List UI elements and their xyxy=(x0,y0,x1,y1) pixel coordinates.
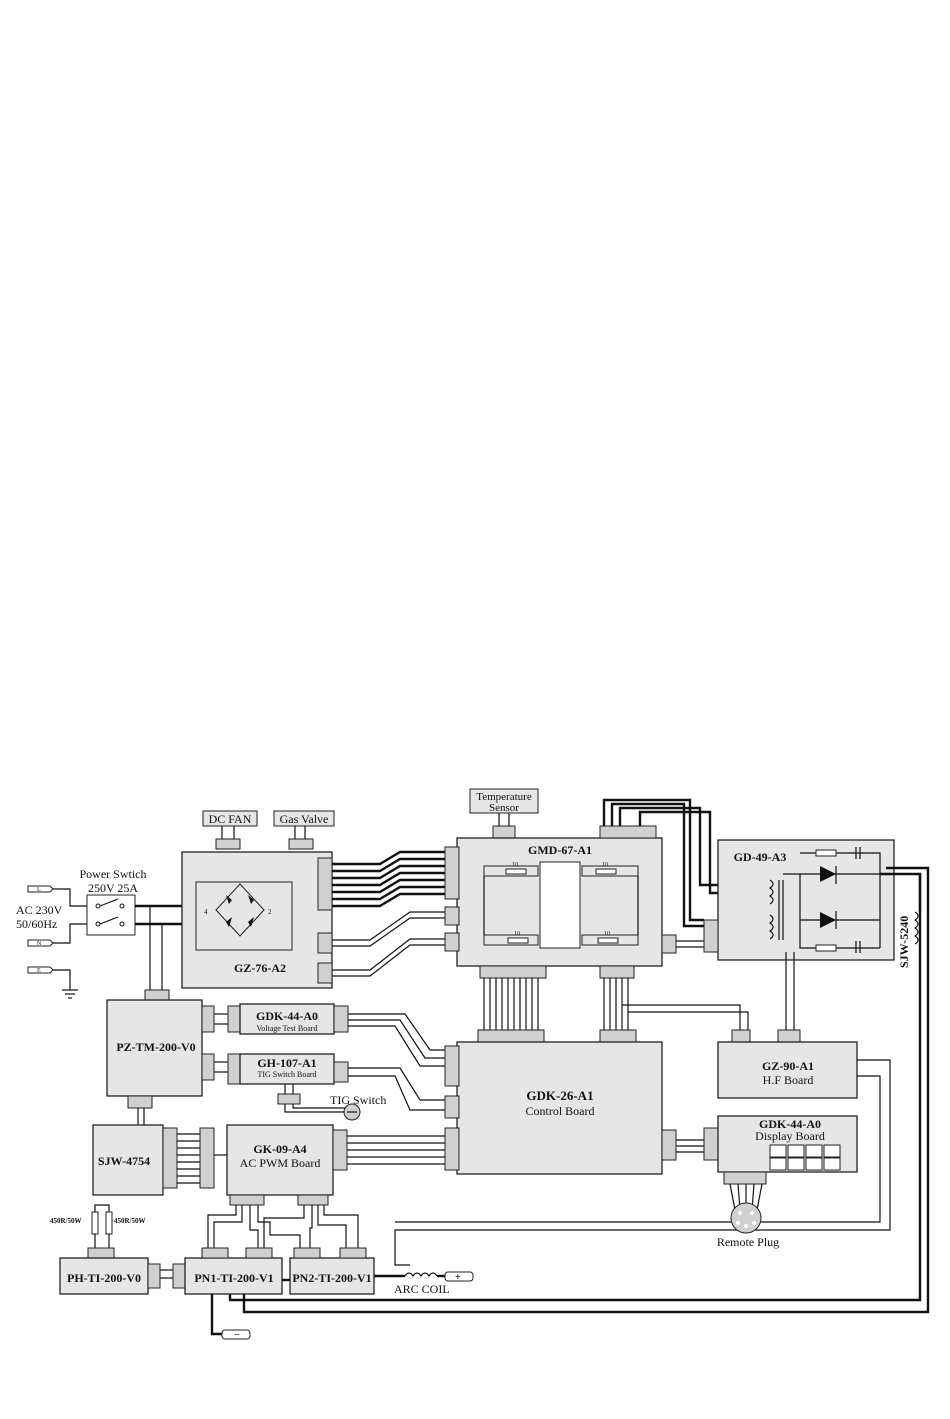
svg-text:PN2-TI-200-V1: PN2-TI-200-V1 xyxy=(292,1271,371,1285)
gk09-gdk26-wires xyxy=(347,1135,445,1165)
svg-text:SJW-5240: SJW-5240 xyxy=(897,916,911,968)
svg-text:10: 10 xyxy=(514,931,520,937)
svg-text:250V 25A: 250V 25A xyxy=(88,881,138,895)
gmd-gd-wires xyxy=(602,798,740,948)
svg-text:AC 230V: AC 230V xyxy=(16,903,63,917)
gmd-67-a1-board: GMD-67-A1 10 10 10 10 xyxy=(444,825,677,979)
svg-text:E: E xyxy=(37,968,41,974)
ph-ti-200-v0-board: PH-TI-200-V0 xyxy=(59,1247,161,1295)
svg-text:GDK-44-A0: GDK-44-A0 xyxy=(759,1117,821,1131)
svg-text:10: 10 xyxy=(604,931,610,937)
svg-text:L: L xyxy=(37,887,41,893)
svg-text:+: + xyxy=(455,1272,461,1283)
svg-text:SJW-4754: SJW-4754 xyxy=(98,1154,150,1168)
temperature-sensor-label: Temperature Sensor xyxy=(469,788,539,839)
gh-107-a1-tig-switch-board: GH-107-A1 TIG Switch Board xyxy=(227,1053,349,1105)
svg-text:4: 4 xyxy=(204,908,208,916)
svg-text:GDK-26-A1: GDK-26-A1 xyxy=(526,1088,593,1103)
svg-text:Power Swtich: Power Swtich xyxy=(80,867,147,881)
svg-text:Sensor: Sensor xyxy=(489,802,519,814)
pn2-ti-200-v1-board: PN2-TI-200-V1 xyxy=(289,1247,375,1295)
resistors-450r: 450R/50W 450R/50W xyxy=(50,1204,146,1248)
svg-text:Display Board: Display Board xyxy=(755,1129,825,1143)
sjw-5240-inductor: SJW-5240 xyxy=(228,872,922,1302)
remote-plug: Remote Plug xyxy=(717,1183,779,1249)
sjw-gk09-wires xyxy=(177,1133,200,1184)
svg-text:Control Board: Control Board xyxy=(526,1104,595,1118)
svg-text:PH-TI-200-V0: PH-TI-200-V0 xyxy=(67,1271,141,1285)
svg-text:Remote Plug: Remote Plug xyxy=(717,1235,779,1249)
output-cables: − + ARC COIL xyxy=(210,866,930,1341)
svg-text:TIG Switch: TIG Switch xyxy=(330,1093,386,1107)
svg-text:GH-107-A1: GH-107-A1 xyxy=(257,1056,316,1070)
svg-text:GDK-44-A0: GDK-44-A0 xyxy=(256,1009,318,1023)
svg-text:Voltage Test Board: Voltage Test Board xyxy=(257,1024,318,1033)
sjw-4754-board: SJW-4754 xyxy=(92,1124,178,1196)
gdk-44-a0-display-board: GDK-44-A0 Display Board xyxy=(703,1115,858,1185)
svg-text:GK-09-A4: GK-09-A4 xyxy=(253,1142,306,1156)
dc-bus-wires xyxy=(332,850,445,977)
gdk-44-a0-voltage-test-board: GDK-44-A0 Voltage Test Board xyxy=(227,1003,349,1035)
ac-input: L N E AC 230V 50/60Hz xyxy=(16,885,95,999)
svg-text:DC FAN: DC FAN xyxy=(209,812,252,826)
svg-text:450R/50W: 450R/50W xyxy=(50,1217,82,1225)
power-switch: Power Swtich 250V 25A xyxy=(80,867,147,936)
gdk-26-a1-control-board: GDK-26-A1 Control Board xyxy=(444,1029,677,1175)
svg-text:−: − xyxy=(234,1330,240,1341)
gz-76-a2-board: GZ-76-A2 4 2 xyxy=(181,851,333,989)
svg-text:PN1-TI-200-V1: PN1-TI-200-V1 xyxy=(194,1271,273,1285)
svg-text:Temperature: Temperature xyxy=(476,791,532,803)
gk-09-a4-ac-pwm-board: GK-09-A4 AC PWM Board xyxy=(199,1124,348,1206)
dc-fan-label: DC FAN xyxy=(202,810,258,850)
pz-tm-200-v0-board: PZ-TM-200-V0 xyxy=(106,989,215,1109)
svg-text:N: N xyxy=(37,941,42,947)
svg-text:10: 10 xyxy=(512,862,518,868)
svg-text:50/60Hz: 50/60Hz xyxy=(16,917,57,931)
svg-text:GD-49-A3: GD-49-A3 xyxy=(734,850,787,864)
pwm-output-wires xyxy=(207,1205,359,1248)
svg-text:450R/50W: 450R/50W xyxy=(114,1217,146,1225)
gz-90-a1-hf-board: GZ-90-A1 H.F Board xyxy=(717,1029,858,1099)
svg-text:PZ-TM-200-V0: PZ-TM-200-V0 xyxy=(116,1040,195,1054)
svg-text:10: 10 xyxy=(602,862,608,868)
svg-text:GZ-76-A2: GZ-76-A2 xyxy=(234,961,286,975)
svg-text:GMD-67-A1: GMD-67-A1 xyxy=(528,843,592,857)
gmd-gdk26-wires xyxy=(483,952,795,1030)
svg-text:AC PWM Board: AC PWM Board xyxy=(240,1156,321,1170)
svg-text:ARC COIL: ARC COIL xyxy=(394,1282,450,1296)
svg-text:TIG Switch Board: TIG Switch Board xyxy=(257,1070,316,1079)
svg-text:Gas Valve: Gas Valve xyxy=(280,812,329,826)
pn1-ti-200-v1-board: PN1-TI-200-V1 xyxy=(172,1247,283,1295)
svg-text:GZ-90-A1: GZ-90-A1 xyxy=(762,1059,814,1073)
gas-valve-label: Gas Valve xyxy=(273,810,335,850)
gd-49-a3-board: GD-49-A3 xyxy=(703,839,895,961)
svg-text:H.F Board: H.F Board xyxy=(763,1073,814,1087)
svg-text:2: 2 xyxy=(268,908,272,916)
tig-switch: TIG Switch xyxy=(284,1093,386,1121)
